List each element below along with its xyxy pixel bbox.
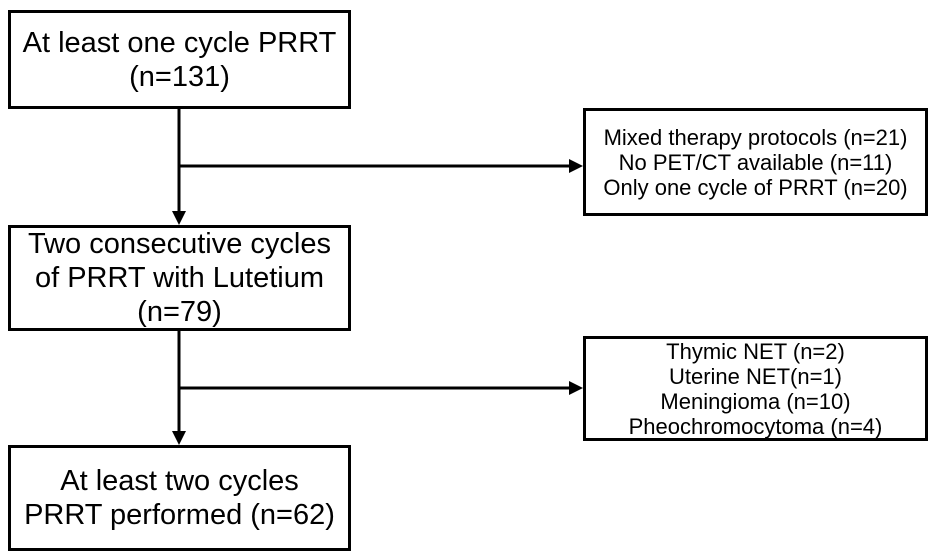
exclusion-text-line: Thymic NET (n=2) bbox=[666, 338, 845, 364]
flow-box-text-line: PRRT performed (n=62) bbox=[24, 499, 335, 531]
exclusion-box-after-first: Mixed therapy protocols (n=21) No PET/CT… bbox=[583, 108, 928, 216]
flow-box-at-least-two-cycles-performed: At least two cycles PRRT performed (n=62… bbox=[8, 445, 351, 551]
flow-box-text-line: Two consecutive cycles bbox=[27, 228, 331, 260]
exclusion-text-line: Only one cycle of PRRT (n=20) bbox=[603, 174, 908, 200]
arrowhead-down-box3 bbox=[172, 431, 186, 445]
exclusion-text-line: Uterine NET(n=1) bbox=[668, 363, 842, 389]
flow-box-text-line: At least one cycle PRRT bbox=[22, 26, 337, 59]
exclusion-text-line: No PET/CT available (n=11) bbox=[618, 149, 893, 175]
exclusion-text-line: Pheochromocytoma (n=4) bbox=[628, 413, 883, 439]
flow-box-text-line: of PRRT with Lutetium bbox=[34, 262, 325, 294]
flow-box-text-line: At least two cycles bbox=[60, 465, 299, 497]
flow-box-text-line: (n=131) bbox=[129, 60, 230, 93]
exclusion-text-line: Mixed therapy protocols (n=21) bbox=[603, 124, 908, 150]
arrowhead-right-exclusions1 bbox=[569, 159, 583, 173]
exclusion-text-line: Meningioma (n=10) bbox=[660, 388, 851, 414]
flow-box-at-least-one-cycle-prrt: At least one cycle PRRT (n=131) bbox=[8, 10, 351, 109]
flow-box-text-line: (n=79) bbox=[137, 296, 222, 328]
arrowhead-right-exclusions2 bbox=[569, 381, 583, 395]
arrowhead-down-box2 bbox=[172, 211, 186, 225]
flow-box-two-consecutive-cycles: Two consecutive cycles of PRRT with Lute… bbox=[8, 225, 351, 331]
exclusion-box-after-second: Thymic NET (n=2) Uterine NET(n=1) Mening… bbox=[583, 336, 928, 441]
